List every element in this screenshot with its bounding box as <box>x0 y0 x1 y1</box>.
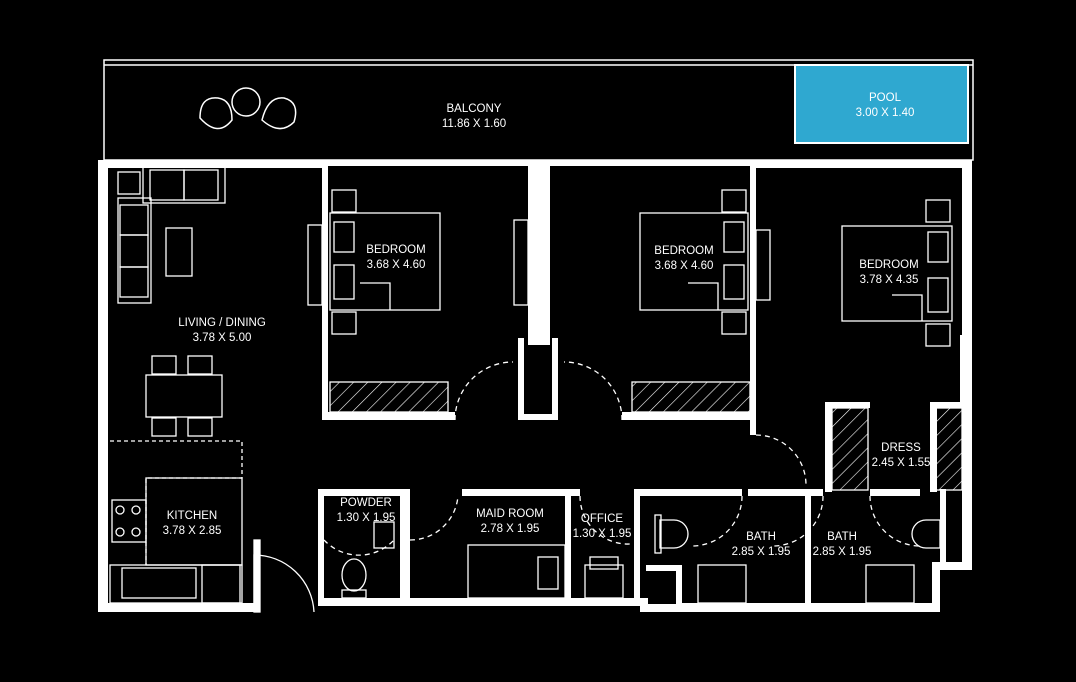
room-name: BATH <box>746 531 776 543</box>
bed <box>307 189 441 335</box>
room-name: MAID ROOM <box>476 508 544 520</box>
room-size: 3.00 X 1.40 <box>855 107 915 119</box>
room-size: 1.30 X 1.95 <box>336 512 396 524</box>
bed <box>841 199 953 347</box>
room-size: 3.68 X 4.60 <box>654 260 714 272</box>
room-size: 3.78 X 4.35 <box>859 274 919 286</box>
office-label: OFFICE 1.30 X 1.95 <box>573 512 632 542</box>
room-size: 3.78 X 2.85 <box>162 525 222 537</box>
room-name: POWDER <box>340 497 392 509</box>
room-name: BEDROOM <box>654 245 714 257</box>
pool-label: POOL 3.00 X 1.40 <box>856 91 915 121</box>
bed <box>513 189 771 335</box>
bedroom1-label: BEDROOM 3.68 X 4.60 <box>366 243 425 273</box>
wardrobe <box>931 407 963 491</box>
pool <box>794 64 969 144</box>
room-size: 1.30 X 1.95 <box>572 528 632 540</box>
living-label: LIVING / DINING 3.78 X 5.00 <box>178 316 266 346</box>
bath1-label: BATH 2.85 X 1.95 <box>732 530 791 560</box>
room-name: POOL <box>869 92 901 104</box>
wardrobe <box>329 381 449 413</box>
room-name: BEDROOM <box>859 259 919 271</box>
kitchen-label: KITCHEN 3.78 X 2.85 <box>163 509 222 539</box>
entrance-door <box>253 554 315 613</box>
room-name: BEDROOM <box>366 244 426 256</box>
doors <box>323 361 921 556</box>
bath2-label: BATH 2.85 X 1.95 <box>813 530 872 560</box>
room-name: LIVING / DINING <box>178 317 266 329</box>
wardrobe <box>631 381 751 413</box>
room-size: 2.78 X 1.95 <box>480 523 540 535</box>
bedroom3-label: BEDROOM 3.78 X 4.35 <box>859 258 918 288</box>
room-name: BATH <box>827 531 857 543</box>
room-size: 2.85 X 1.95 <box>812 546 872 558</box>
fixtures <box>341 514 941 604</box>
room-size: 2.45 X 1.55 <box>871 457 931 469</box>
dining-table <box>145 355 223 437</box>
sofa <box>117 164 226 304</box>
room-name: BALCONY <box>446 103 502 115</box>
room-size: 11.86 X 1.60 <box>441 118 507 130</box>
dress-label: DRESS 2.45 X 1.55 <box>872 441 931 471</box>
room-size: 2.85 X 1.95 <box>731 546 791 558</box>
room-size: 3.78 X 5.00 <box>192 332 252 344</box>
wardrobe <box>831 407 869 491</box>
powder-label: POWDER 1.30 X 1.95 <box>337 496 396 526</box>
balcony-chairs <box>199 87 297 130</box>
maid-label: MAID ROOM 2.78 X 1.95 <box>476 507 544 537</box>
room-name: OFFICE <box>580 513 624 525</box>
room-name: DRESS <box>881 442 921 454</box>
room-name: KITCHEN <box>166 510 218 522</box>
balcony-label: BALCONY 11.86 X 1.60 <box>442 102 506 132</box>
kitchen-counter <box>109 440 243 604</box>
room-size: 3.68 X 4.60 <box>366 259 426 271</box>
bedroom2-label: BEDROOM 3.68 X 4.60 <box>654 244 713 274</box>
